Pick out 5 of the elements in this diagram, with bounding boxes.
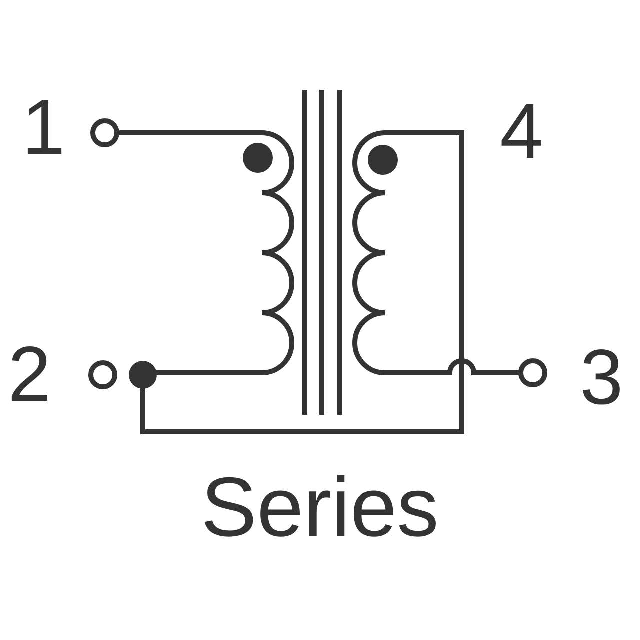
caption: Series bbox=[200, 465, 440, 549]
pin-label: 1 bbox=[22, 88, 66, 166]
pin-label: 4 bbox=[500, 92, 544, 170]
pin-label: 2 bbox=[8, 335, 52, 413]
pin-label: 3 bbox=[580, 338, 624, 416]
